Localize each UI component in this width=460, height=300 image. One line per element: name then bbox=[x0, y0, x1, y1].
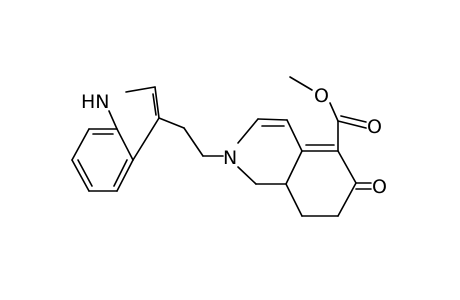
ring-nitrogen-label: N bbox=[223, 147, 237, 169]
bond bbox=[116, 159, 134, 192]
bond bbox=[71, 159, 90, 192]
nh-label: HN bbox=[81, 91, 110, 113]
bond bbox=[340, 115, 367, 123]
bond bbox=[108, 110, 118, 130]
double-bond-inner bbox=[113, 159, 128, 187]
bond bbox=[158, 117, 185, 129]
cyclohexenone-ring bbox=[285, 144, 357, 217]
bond bbox=[329, 102, 339, 122]
bond bbox=[154, 86, 160, 119]
nitrogen-ring bbox=[237, 118, 303, 185]
indole-benzene-ring bbox=[71, 128, 134, 192]
bond bbox=[337, 182, 357, 217]
indole-pyrrole-ring bbox=[108, 86, 160, 161]
bond bbox=[71, 128, 90, 161]
bond bbox=[237, 118, 259, 144]
ethyl-linker bbox=[158, 117, 224, 157]
double-bond-inner bbox=[77, 159, 93, 187]
methyl-ester-group bbox=[289, 76, 367, 152]
methoxy-oxygen-label: O bbox=[314, 85, 329, 107]
bond bbox=[237, 166, 257, 185]
ester-carbonyl-oxygen-label: O bbox=[367, 116, 382, 138]
ketone-group bbox=[355, 182, 372, 190]
bond bbox=[337, 150, 357, 184]
bond bbox=[337, 120, 367, 129]
bond bbox=[116, 128, 134, 161]
bond bbox=[183, 127, 204, 157]
bond bbox=[132, 117, 160, 161]
bond bbox=[285, 183, 303, 217]
ketone-oxygen-label: O bbox=[372, 176, 387, 198]
bond bbox=[289, 76, 313, 91]
bond bbox=[286, 119, 303, 152]
bond bbox=[285, 150, 303, 185]
bond bbox=[125, 86, 156, 93]
double-bond-inner bbox=[152, 93, 157, 116]
bond bbox=[257, 118, 288, 121]
